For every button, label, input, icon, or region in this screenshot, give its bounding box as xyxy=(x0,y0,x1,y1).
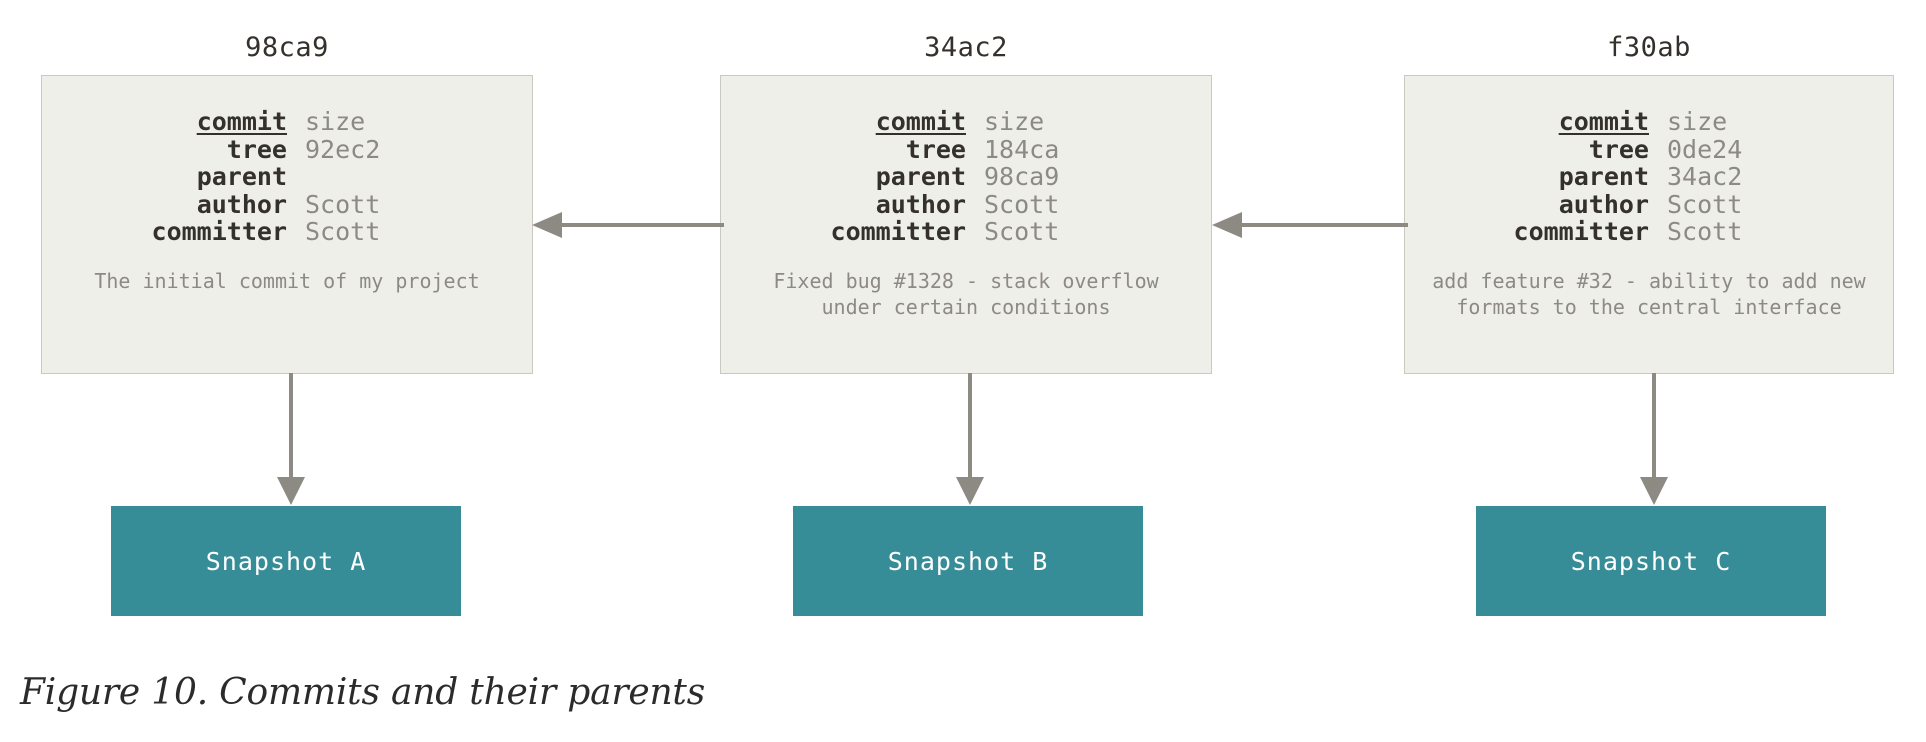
snapshot-label: Snapshot B xyxy=(887,546,1049,576)
parent-arrow-34ac2-to-98ca9 xyxy=(532,212,724,238)
field-value-author: Scott xyxy=(305,189,381,219)
field-value-tree: 92ec2 xyxy=(305,134,381,164)
commit-fields: commit size tree 92ec2 parent author Sco… xyxy=(42,76,532,246)
parent-arrow-f30ab-to-34ac2 xyxy=(1212,212,1408,238)
figure-caption: Figure 10. Commits and their parents xyxy=(20,672,705,713)
field-value-author: Scott xyxy=(1667,189,1743,219)
snapshot-arrow-98ca9 xyxy=(277,373,305,505)
commit-message: Fixed bug #1328 - stack overflow under c… xyxy=(773,268,1159,319)
commit-field-row: tree 0de24 xyxy=(1405,134,1893,164)
field-value-committer: Scott xyxy=(984,217,1060,246)
field-key-tree: tree xyxy=(1588,134,1649,164)
snapshot-arrow-34ac2 xyxy=(956,373,984,505)
commit-column-98ca9: 98ca9 commit size tree 92ec2 parent auth… xyxy=(41,30,533,374)
commit-hash-label: f30ab xyxy=(1607,32,1691,63)
field-key-parent: parent xyxy=(875,162,966,191)
field-key-committer: committer xyxy=(151,217,287,246)
snapshot-box-c[interactable]: Snapshot C xyxy=(1476,506,1826,616)
commit-field-row: tree 184ca xyxy=(721,134,1211,164)
field-value-parent: 98ca9 xyxy=(984,162,1060,191)
commit-column-f30ab: f30ab commit size tree 0de24 parent 34ac… xyxy=(1404,30,1894,374)
field-key-tree: tree xyxy=(226,134,287,164)
commit-field-row: tree 92ec2 xyxy=(42,134,532,164)
field-key-committer: committer xyxy=(830,217,966,246)
commit-hash-label: 98ca9 xyxy=(245,32,329,63)
field-value-author: Scott xyxy=(984,189,1060,219)
snapshot-label: Snapshot C xyxy=(1570,546,1732,576)
field-key-commit: commit xyxy=(1558,107,1649,136)
commit-field-row: commit size xyxy=(42,108,532,136)
commit-column-34ac2: 34ac2 commit size tree 184ca parent 98ca… xyxy=(720,30,1212,374)
commit-field-row: parent 98ca9 xyxy=(721,163,1211,191)
field-value-commit: size xyxy=(305,107,366,136)
commit-field-row: committer Scott xyxy=(721,218,1211,246)
commit-field-row: commit size xyxy=(1405,108,1893,136)
field-key-commit: commit xyxy=(875,107,966,136)
commit-field-row: author Scott xyxy=(1405,189,1893,219)
snapshot-arrow-f30ab xyxy=(1640,373,1668,505)
field-value-tree: 0de24 xyxy=(1667,134,1743,164)
field-value-tree: 184ca xyxy=(984,134,1060,164)
field-value-committer: Scott xyxy=(1667,217,1743,246)
commit-fields: commit size tree 184ca parent 98ca9 auth… xyxy=(721,76,1211,246)
commit-box[interactable]: commit size tree 92ec2 parent author Sco… xyxy=(41,75,533,374)
snapshot-box-a[interactable]: Snapshot A xyxy=(111,506,461,616)
field-key-commit: commit xyxy=(196,107,287,136)
field-value-commit: size xyxy=(1667,107,1728,136)
commit-field-row: commit size xyxy=(721,108,1211,136)
field-key-author: author xyxy=(875,189,966,219)
commit-box[interactable]: commit size tree 184ca parent 98ca9 auth… xyxy=(720,75,1212,374)
field-key-author: author xyxy=(1558,189,1649,219)
commit-box[interactable]: commit size tree 0de24 parent 34ac2 auth… xyxy=(1404,75,1894,374)
commit-field-row: parent xyxy=(42,163,532,191)
commit-message: The initial commit of my project xyxy=(94,268,480,293)
field-key-author: author xyxy=(196,189,287,219)
commit-field-row: committer Scott xyxy=(42,218,532,246)
commit-field-row: parent 34ac2 xyxy=(1405,163,1893,191)
field-key-tree: tree xyxy=(905,134,966,164)
field-value-committer: Scott xyxy=(305,217,381,246)
field-key-committer: committer xyxy=(1513,217,1649,246)
snapshot-label: Snapshot A xyxy=(205,546,367,576)
commit-fields: commit size tree 0de24 parent 34ac2 auth… xyxy=(1405,76,1893,246)
commit-field-row: author Scott xyxy=(42,189,532,219)
commit-field-row: committer Scott xyxy=(1405,218,1893,246)
field-value-parent: 34ac2 xyxy=(1667,162,1743,191)
field-key-parent: parent xyxy=(1558,162,1649,191)
field-value-commit: size xyxy=(984,107,1045,136)
commit-message: add feature #32 - ability to add new for… xyxy=(1432,268,1866,319)
commit-field-row: author Scott xyxy=(721,189,1211,219)
snapshot-box-b[interactable]: Snapshot B xyxy=(793,506,1143,616)
commit-hash-label: 34ac2 xyxy=(924,32,1008,63)
field-key-parent: parent xyxy=(196,162,287,191)
